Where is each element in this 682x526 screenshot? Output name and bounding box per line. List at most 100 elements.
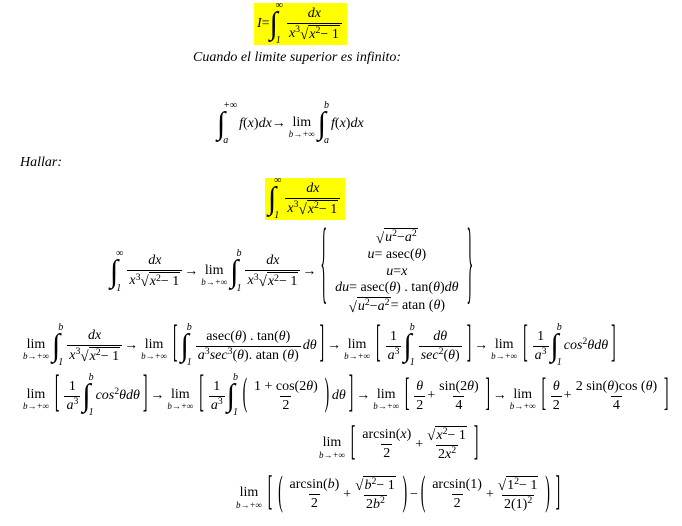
superscript: 2 xyxy=(451,445,457,457)
numerator: dx xyxy=(146,253,163,270)
numerator: dθ xyxy=(431,329,449,346)
math-text: − 1 xyxy=(100,348,120,364)
math-variable: dx xyxy=(307,5,321,21)
limit-word: lim xyxy=(26,336,46,352)
math-text: ) . tan( xyxy=(241,328,279,344)
superscript: 2 xyxy=(514,476,519,488)
upper-limit: ∞ xyxy=(275,0,283,11)
open-bracket: [ xyxy=(267,471,273,516)
math-variable: θ xyxy=(287,347,295,363)
upper-limit: b xyxy=(232,372,238,383)
superscript: 2 xyxy=(315,24,321,36)
lower-limit: 1 xyxy=(116,282,122,294)
close-bracket: ] xyxy=(555,471,561,516)
denominator: 2 xyxy=(280,395,292,414)
math-variable: dx xyxy=(258,116,272,131)
math-text: sin(2 xyxy=(439,378,468,394)
math-text: − xyxy=(410,486,418,502)
math-variable: du xyxy=(335,280,350,296)
math-variable: x xyxy=(69,347,76,363)
superscript: 2 xyxy=(364,297,370,309)
integral-sign-icon: ∫ xyxy=(230,254,239,289)
math-variable: θdθ xyxy=(587,338,609,353)
math-variable: f xyxy=(331,116,335,131)
close-bracket: ] xyxy=(663,373,669,416)
denominator: 2(1)2 xyxy=(502,495,535,513)
case-row: u = x xyxy=(386,264,407,281)
math-text: 2(1) xyxy=(504,497,528,512)
denominator: 2 xyxy=(414,395,426,414)
math-text: → xyxy=(124,338,139,353)
math-text: ( xyxy=(243,116,248,131)
superscript: 2 xyxy=(527,495,533,507)
radical-icon: √ xyxy=(140,274,149,291)
math-text: 2 xyxy=(552,397,560,413)
integral-limits: ∞1 xyxy=(276,0,283,46)
math-text: ) xyxy=(294,347,299,363)
math-text: 2 xyxy=(383,446,391,461)
math-variable: I xyxy=(257,16,262,31)
hallar-label: Hallar: xyxy=(20,155,62,170)
math-variable: f xyxy=(239,116,243,131)
math-text: + xyxy=(343,486,352,502)
math-text: ) xyxy=(345,116,351,131)
math-variable: θ xyxy=(416,378,424,394)
limit-subscript: b→+∞ xyxy=(236,499,262,510)
math-variable: θ xyxy=(645,378,653,394)
limit-subscript: b→+∞ xyxy=(23,351,49,362)
math-text: ) xyxy=(334,477,340,492)
numerator: θ xyxy=(414,379,425,396)
lower-limit: 1 xyxy=(556,357,562,368)
superscript: 3 xyxy=(73,395,79,407)
superscript: 2 xyxy=(274,272,279,284)
radical-icon: √ xyxy=(300,26,309,43)
lower-limit: 1 xyxy=(236,282,242,294)
math-text: 2 xyxy=(437,447,445,462)
close-bracket: ] xyxy=(610,320,616,368)
math-variable: x xyxy=(267,274,275,290)
math-text: 2 sin( xyxy=(575,378,608,394)
math-text: ) xyxy=(455,347,460,363)
upper-limit: b xyxy=(88,372,94,383)
superscript: 3 xyxy=(394,345,400,357)
lower-limit: 1 xyxy=(58,357,64,368)
open-bracket: ( xyxy=(420,471,426,516)
lower-limit: 1 xyxy=(409,357,415,368)
math-text: → xyxy=(492,388,507,403)
math-variable: dθ xyxy=(302,338,317,353)
math-variable: x xyxy=(400,427,407,442)
math-text: → xyxy=(150,388,165,403)
math-variable: sec xyxy=(420,347,439,363)
math-text: ) xyxy=(285,328,291,344)
numerator: 1 xyxy=(388,329,399,346)
radical-icon: √ xyxy=(497,478,507,494)
close-bracket: ) xyxy=(324,373,330,416)
limit-word: lim xyxy=(322,435,342,451)
